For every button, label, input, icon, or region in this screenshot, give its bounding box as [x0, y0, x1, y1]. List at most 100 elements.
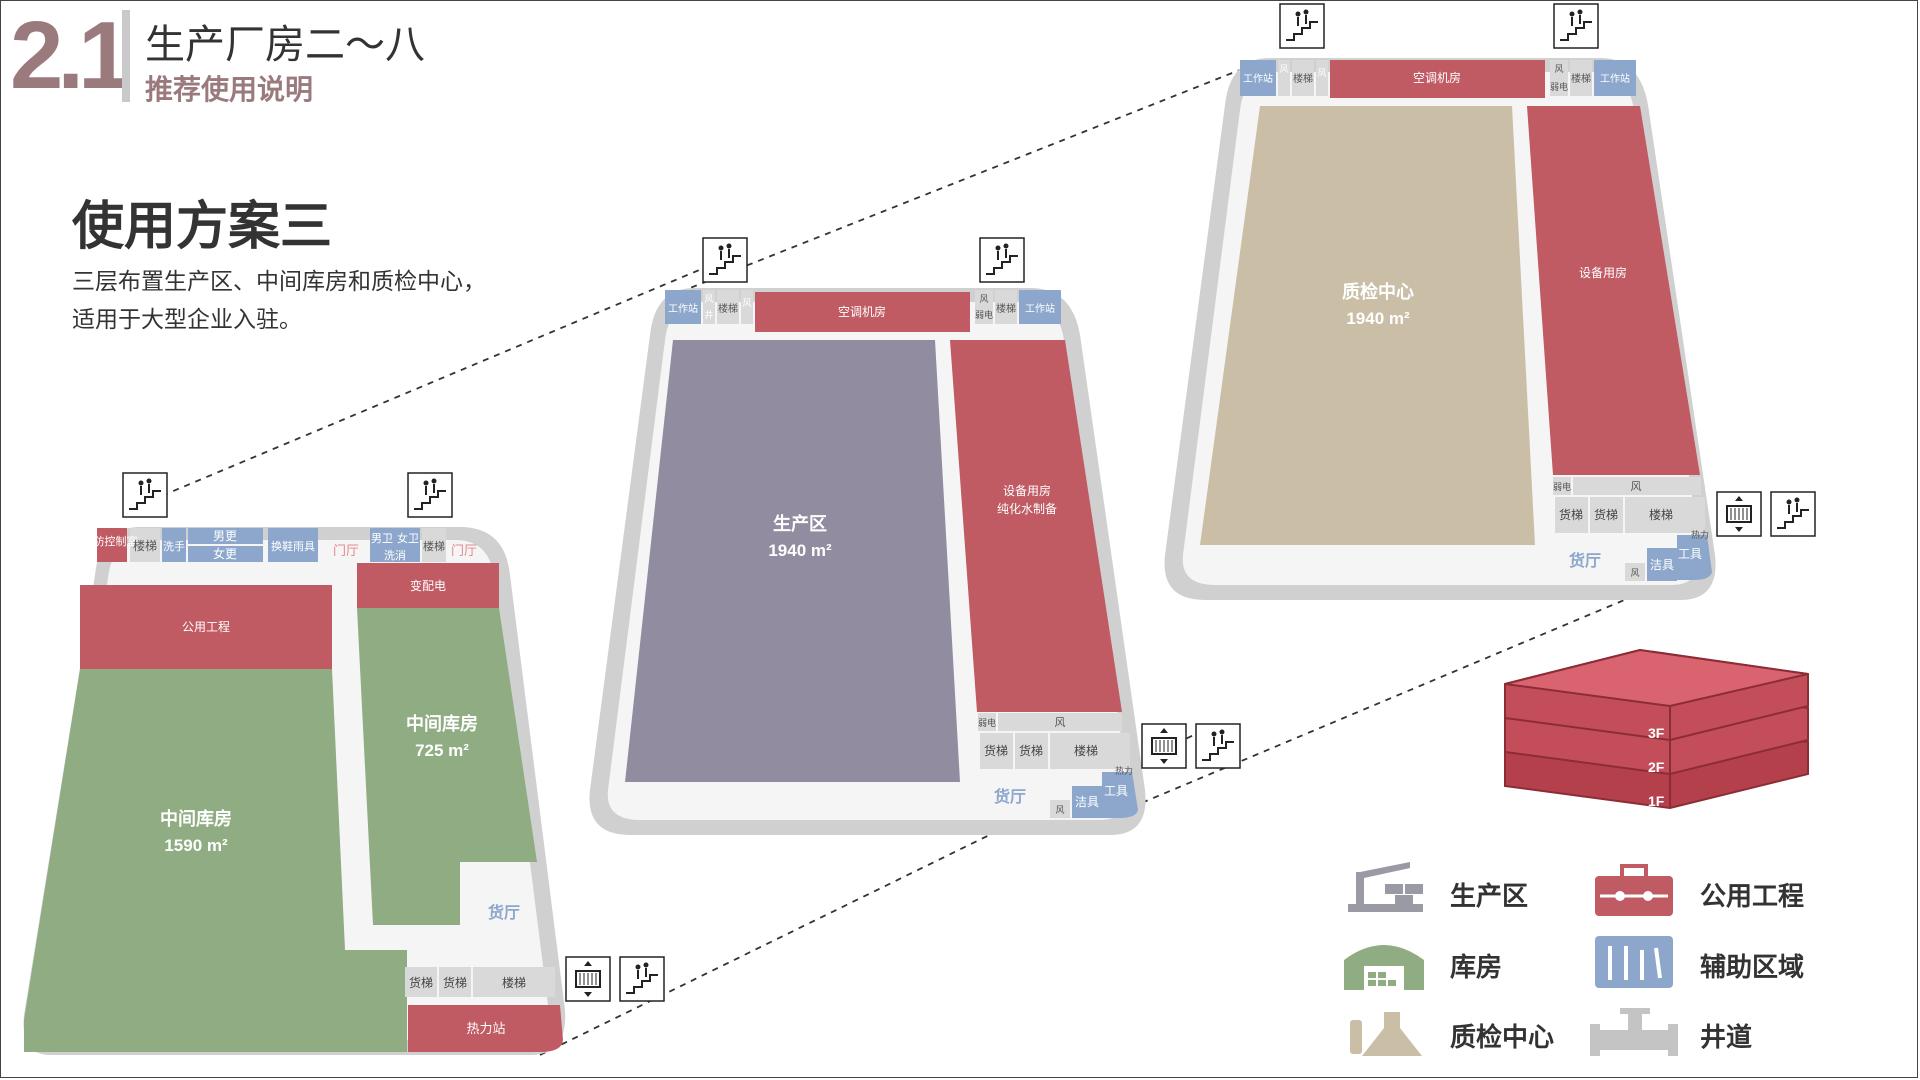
cleaning-label: 洁具	[1075, 795, 1099, 809]
wind-label: 风	[1055, 805, 1064, 815]
freight-elevator	[980, 733, 1013, 769]
stair-label: 楼梯	[502, 975, 526, 990]
stair-room	[717, 290, 739, 324]
wind-label: 风	[1279, 64, 1288, 74]
legend-storage-label: 库房	[1450, 952, 1503, 982]
heat-station-label: 热力站	[466, 1021, 505, 1036]
weak-label: 弱电	[975, 309, 993, 320]
connector-line	[679, 57, 1271, 293]
heat-label: 热力	[1691, 529, 1709, 540]
freight-elevator-label: 货梯	[1019, 743, 1043, 758]
tools-label: 工具	[1104, 784, 1128, 798]
freight-elevator-label: 货梯	[1559, 507, 1583, 522]
stairs-icon	[1553, 3, 1599, 49]
cleaning-label: 洁具	[1650, 558, 1674, 572]
workstation-label: 工作站	[668, 302, 698, 315]
freight-elevator	[1590, 497, 1623, 533]
stair-label: 楼梯	[996, 302, 1016, 315]
wind-label: 风	[1317, 68, 1326, 78]
shoe-change-room	[268, 528, 318, 562]
production-name: 生产区	[773, 513, 827, 534]
wash-label: 洗手	[163, 539, 185, 553]
wc-room	[370, 528, 420, 562]
stair-room	[1292, 60, 1314, 96]
weak-current-room	[1553, 477, 1571, 495]
power-label: 变配电	[410, 578, 446, 593]
workstation-label: 工作站	[1025, 302, 1055, 315]
stairs-icon	[619, 956, 665, 1002]
equipment-label: 设备用房	[1579, 265, 1627, 280]
wind-shaft	[741, 290, 753, 324]
wind-label: 风	[1630, 568, 1639, 578]
qc-center-area: 1940 m²	[1346, 309, 1410, 328]
wind-label: 风	[1631, 480, 1642, 493]
qc-center-icon	[1350, 1012, 1422, 1056]
freight-hall-label: 货厅	[994, 787, 1026, 806]
wind-label: 风	[1055, 716, 1066, 729]
weak-label: 弱电	[1550, 81, 1568, 92]
cleaning-room	[1072, 786, 1102, 818]
legend-icons	[1344, 862, 1678, 1056]
qc-center-zone	[1200, 106, 1535, 545]
fire-control-room	[97, 528, 127, 562]
stair-room	[1570, 60, 1592, 96]
workstation	[1019, 290, 1061, 324]
well-label: 井	[704, 309, 713, 320]
wind-shaft	[1625, 563, 1645, 581]
connector-line	[1119, 584, 1661, 813]
freight-elevator-label: 货梯	[984, 743, 1008, 758]
women-change-label: 女更	[213, 546, 237, 561]
storage-zone-a	[357, 608, 537, 925]
section-number: 2.1	[10, 2, 131, 109]
wind-label: 风	[1554, 64, 1563, 74]
wind-shaft	[1573, 477, 1701, 495]
equipment-room	[1527, 106, 1700, 475]
stairs-icon	[702, 237, 748, 283]
page-subtitle: 推荐使用说明	[145, 74, 314, 105]
shaft-icon	[1590, 1008, 1678, 1056]
storage-b-area: 1590 m²	[164, 836, 228, 855]
workstation	[665, 290, 701, 324]
workstation	[1594, 60, 1636, 96]
hall-label: 门厅	[451, 543, 477, 558]
tools-label: 工具	[1678, 547, 1702, 561]
freight-elevator-label: 货梯	[1594, 507, 1618, 522]
stair-label: 楼梯	[1571, 72, 1591, 85]
stair-label: 楼梯	[1293, 72, 1313, 85]
stair-label: 楼梯	[718, 302, 738, 315]
production-zone	[625, 340, 960, 782]
freight-elevator	[1015, 733, 1048, 769]
utility-label: 公用工程	[182, 619, 230, 634]
cleaning-room	[1647, 548, 1677, 581]
floor-3-plan: 工作站 风 楼梯 风 空调机房 风 弱电 楼梯 工作站 质检中心 1940 m²…	[1164, 3, 1816, 600]
wind-label: 风	[979, 294, 988, 304]
stair-label: 楼梯	[1074, 743, 1098, 758]
legend-utility-label: 公用工程	[1700, 881, 1805, 911]
production-area: 1940 m²	[768, 541, 832, 560]
dry-clean-label: 洗消	[384, 548, 406, 562]
auxiliary-icon	[1595, 936, 1673, 988]
floor-2-plan: 工作站 风 井 楼梯 风 空调机房 风 弱电 楼梯 工作站 生产区 1940 m…	[589, 237, 1241, 835]
plan-title: 使用方案三	[72, 198, 333, 256]
elevator-icon	[1141, 723, 1187, 769]
storage-a-area: 725 m²	[415, 741, 469, 760]
storage-icon	[1344, 945, 1424, 990]
legend-auxiliary-label: 辅助区域	[1700, 952, 1805, 982]
equipment-room	[950, 340, 1122, 712]
legend-qc-label: 质检中心	[1450, 1022, 1555, 1052]
wash-room	[162, 528, 186, 562]
storage-zone-b	[24, 669, 407, 1052]
wind-shaft	[1050, 800, 1070, 818]
hvac-label: 空调机房	[1413, 70, 1461, 85]
elevator-icon	[1716, 491, 1762, 537]
legend-shaft-label: 井道	[1700, 1022, 1753, 1052]
plan-description: 三层布置生产区、中间库房和质检中心， 适用于大型企业入驻。	[72, 262, 532, 338]
stack-label-1f: 1F	[1648, 793, 1665, 809]
stair-room	[1625, 497, 1705, 533]
hvac-label: 空调机房	[838, 304, 886, 319]
elevator-icon	[565, 956, 611, 1002]
stair-room	[473, 967, 555, 997]
weak-current-room	[978, 713, 996, 731]
stair-label: 楼梯	[133, 538, 157, 553]
